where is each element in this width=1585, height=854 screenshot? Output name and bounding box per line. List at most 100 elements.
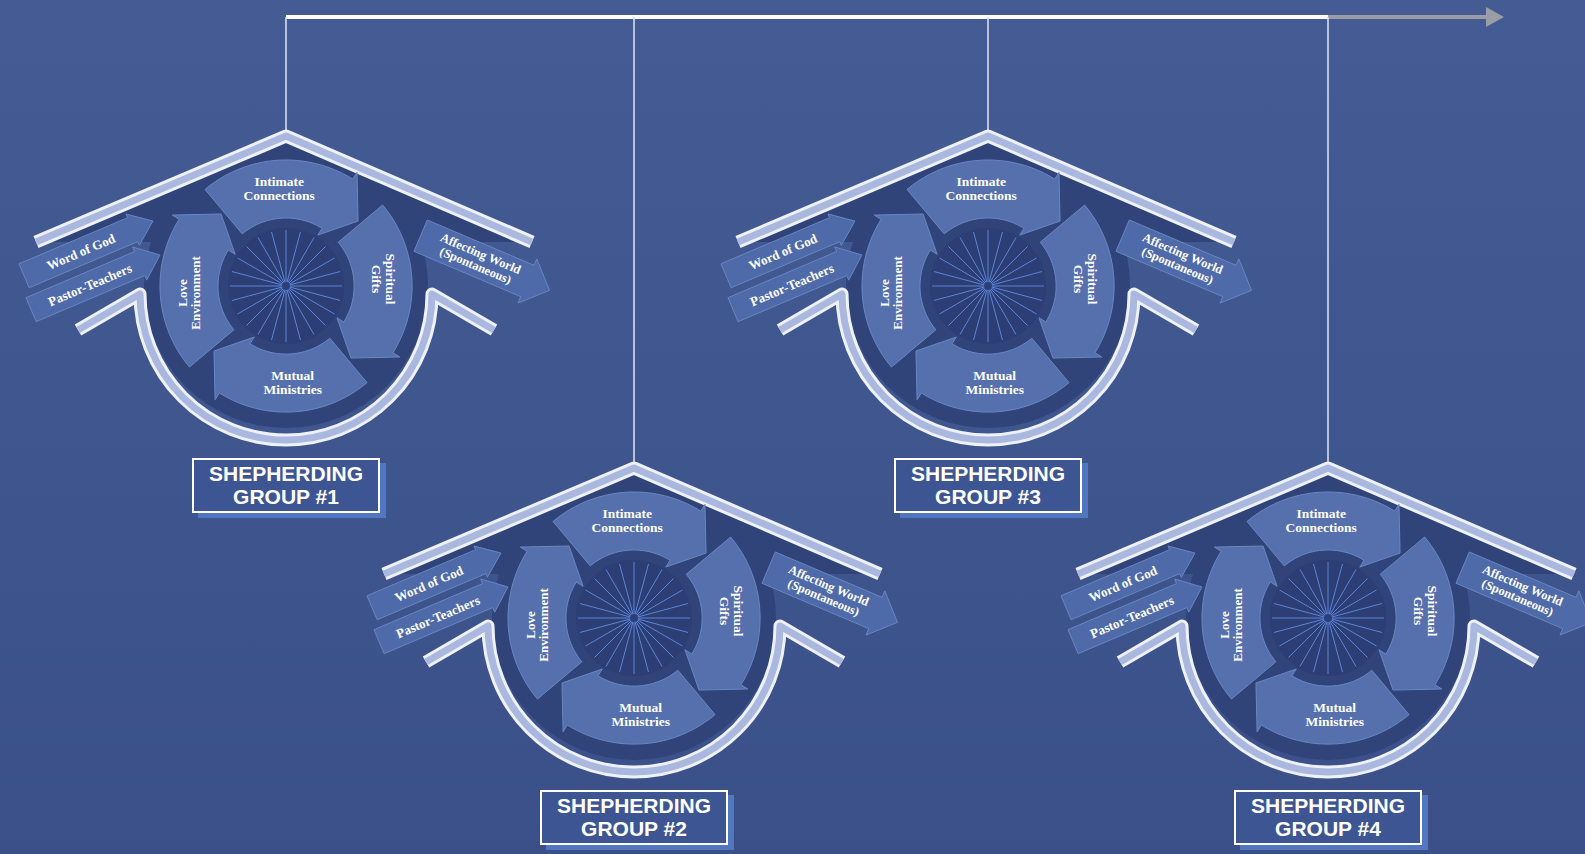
bowl-band	[1120, 626, 1536, 772]
starburst-ray	[272, 232, 285, 282]
arrow-path	[916, 337, 1069, 412]
starburst-ray	[232, 287, 282, 300]
starburst-ray	[594, 578, 631, 615]
arrow-path	[26, 247, 160, 322]
starburst-ray	[1300, 570, 1326, 615]
starburst-ray	[289, 288, 334, 314]
arrow-path	[1247, 492, 1400, 567]
starburst-ray	[1331, 620, 1376, 646]
starburst-ray	[1330, 621, 1356, 666]
starburst-ray	[990, 289, 1016, 334]
starburst-ray	[289, 289, 326, 326]
starburst-ray	[637, 590, 682, 616]
arrow-label: Intimate Connections	[933, 175, 1029, 203]
starburst-ray	[638, 619, 688, 632]
flow-arrow: Affecting World (Spontaneous)	[1454, 550, 1585, 637]
flow-arrow: Love Environment	[506, 544, 585, 701]
group-heading: SHEPHERDING GROUP #4	[1234, 790, 1422, 845]
starburst-ray	[1288, 621, 1325, 658]
drop-line	[1327, 17, 1329, 463]
flow-arrow: Mutual Ministries	[1254, 667, 1411, 746]
bowl-band	[780, 294, 1196, 440]
arrow-path	[1068, 579, 1202, 654]
drop-line	[633, 17, 635, 463]
starburst-ray	[290, 286, 342, 287]
starburst-ray	[288, 238, 314, 283]
starburst-ray	[637, 621, 674, 658]
flow-arrow: Mutual Ministries	[212, 335, 369, 414]
starburst-ray	[289, 258, 334, 284]
flow-arrow: Love Environment	[158, 212, 237, 369]
arrow-label: Spiritual Gifts	[1071, 246, 1099, 312]
starburst-ray	[606, 621, 632, 666]
starburst-ray	[991, 258, 1036, 284]
group-heading: SHEPHERDING GROUP #3	[894, 458, 1082, 513]
starburst-ray	[1328, 622, 1329, 674]
timeline-line	[286, 15, 1328, 19]
arrow-path	[508, 546, 583, 699]
arrow-path	[1256, 669, 1409, 744]
starburst-ray	[940, 258, 985, 284]
flow-arrow: Pastor-Teachers	[24, 245, 162, 324]
starburst-ray	[1331, 621, 1368, 658]
starburst-ray	[637, 578, 674, 615]
center-hub	[576, 560, 692, 676]
starburst-ray	[230, 286, 282, 287]
starburst-ray	[634, 562, 635, 614]
starburst-ray	[246, 246, 283, 283]
shepherding-group: Word of GodPastor-TeachersIntimate Conne…	[708, 126, 1268, 526]
starburst-ray	[232, 272, 282, 285]
bowl-band	[426, 626, 842, 772]
starburst-ray	[989, 232, 1002, 282]
flow-arrow: Affecting World (Spontaneous)	[412, 218, 552, 305]
arrow-label: Mutual Ministries	[595, 701, 687, 729]
arrow-path	[862, 214, 937, 367]
starburst-ray	[1331, 578, 1368, 615]
starburst-ray	[1288, 578, 1325, 615]
flow-arrow: Spiritual Gifts	[1377, 535, 1456, 692]
starburst-ray	[288, 289, 314, 334]
arrow-label: Intimate Connections	[1273, 507, 1369, 535]
arrow-path	[1202, 546, 1277, 699]
arrow-path	[374, 579, 508, 654]
starburst-ray	[637, 620, 682, 646]
arrow-label: Mutual Ministries	[949, 369, 1041, 397]
starburst-ray	[1272, 618, 1324, 619]
arrow-label: Love Environment	[524, 579, 551, 671]
arrow-label: Spiritual Gifts	[369, 246, 397, 312]
arrow-path	[728, 247, 862, 322]
shepherding-group: Word of GodPastor-TeachersIntimate Conne…	[1048, 458, 1585, 854]
starburst-ray	[992, 286, 1044, 287]
starburst-ray	[580, 619, 630, 632]
starburst-ray	[1274, 604, 1324, 617]
group-interior	[144, 144, 428, 428]
starburst-ray	[992, 272, 1042, 285]
starburst-ray	[636, 570, 662, 615]
timeline-arrow-line	[1328, 15, 1488, 19]
starburst-ray	[1331, 590, 1376, 616]
flow-arrow: Love Environment	[1200, 544, 1279, 701]
starburst-ray	[238, 258, 283, 284]
starburst-ray	[635, 622, 648, 672]
arrow-label: Mutual Ministries	[247, 369, 339, 397]
starburst-ray	[932, 286, 984, 287]
starburst-ray	[286, 290, 287, 342]
starburst-ray	[1332, 604, 1382, 617]
starburst-ray	[638, 618, 690, 619]
flow-arrow: Mutual Ministries	[914, 335, 1071, 414]
starburst-ray	[1330, 570, 1356, 615]
flow-arrow: Love Environment	[860, 212, 939, 369]
arrow-path	[414, 220, 550, 303]
starburst-ray	[635, 564, 648, 614]
starburst-ray	[1280, 590, 1325, 616]
arrow-path	[562, 669, 715, 744]
starburst-ray	[1329, 564, 1342, 614]
arrow-path	[337, 205, 412, 358]
starburst-ray	[991, 288, 1036, 314]
flow-arrow: Affecting World (Spontaneous)	[760, 550, 900, 637]
starburst-ray	[1332, 618, 1384, 619]
starburst-ray	[586, 590, 631, 616]
starburst-ray	[1332, 619, 1382, 632]
starburst-ray	[1314, 564, 1327, 614]
